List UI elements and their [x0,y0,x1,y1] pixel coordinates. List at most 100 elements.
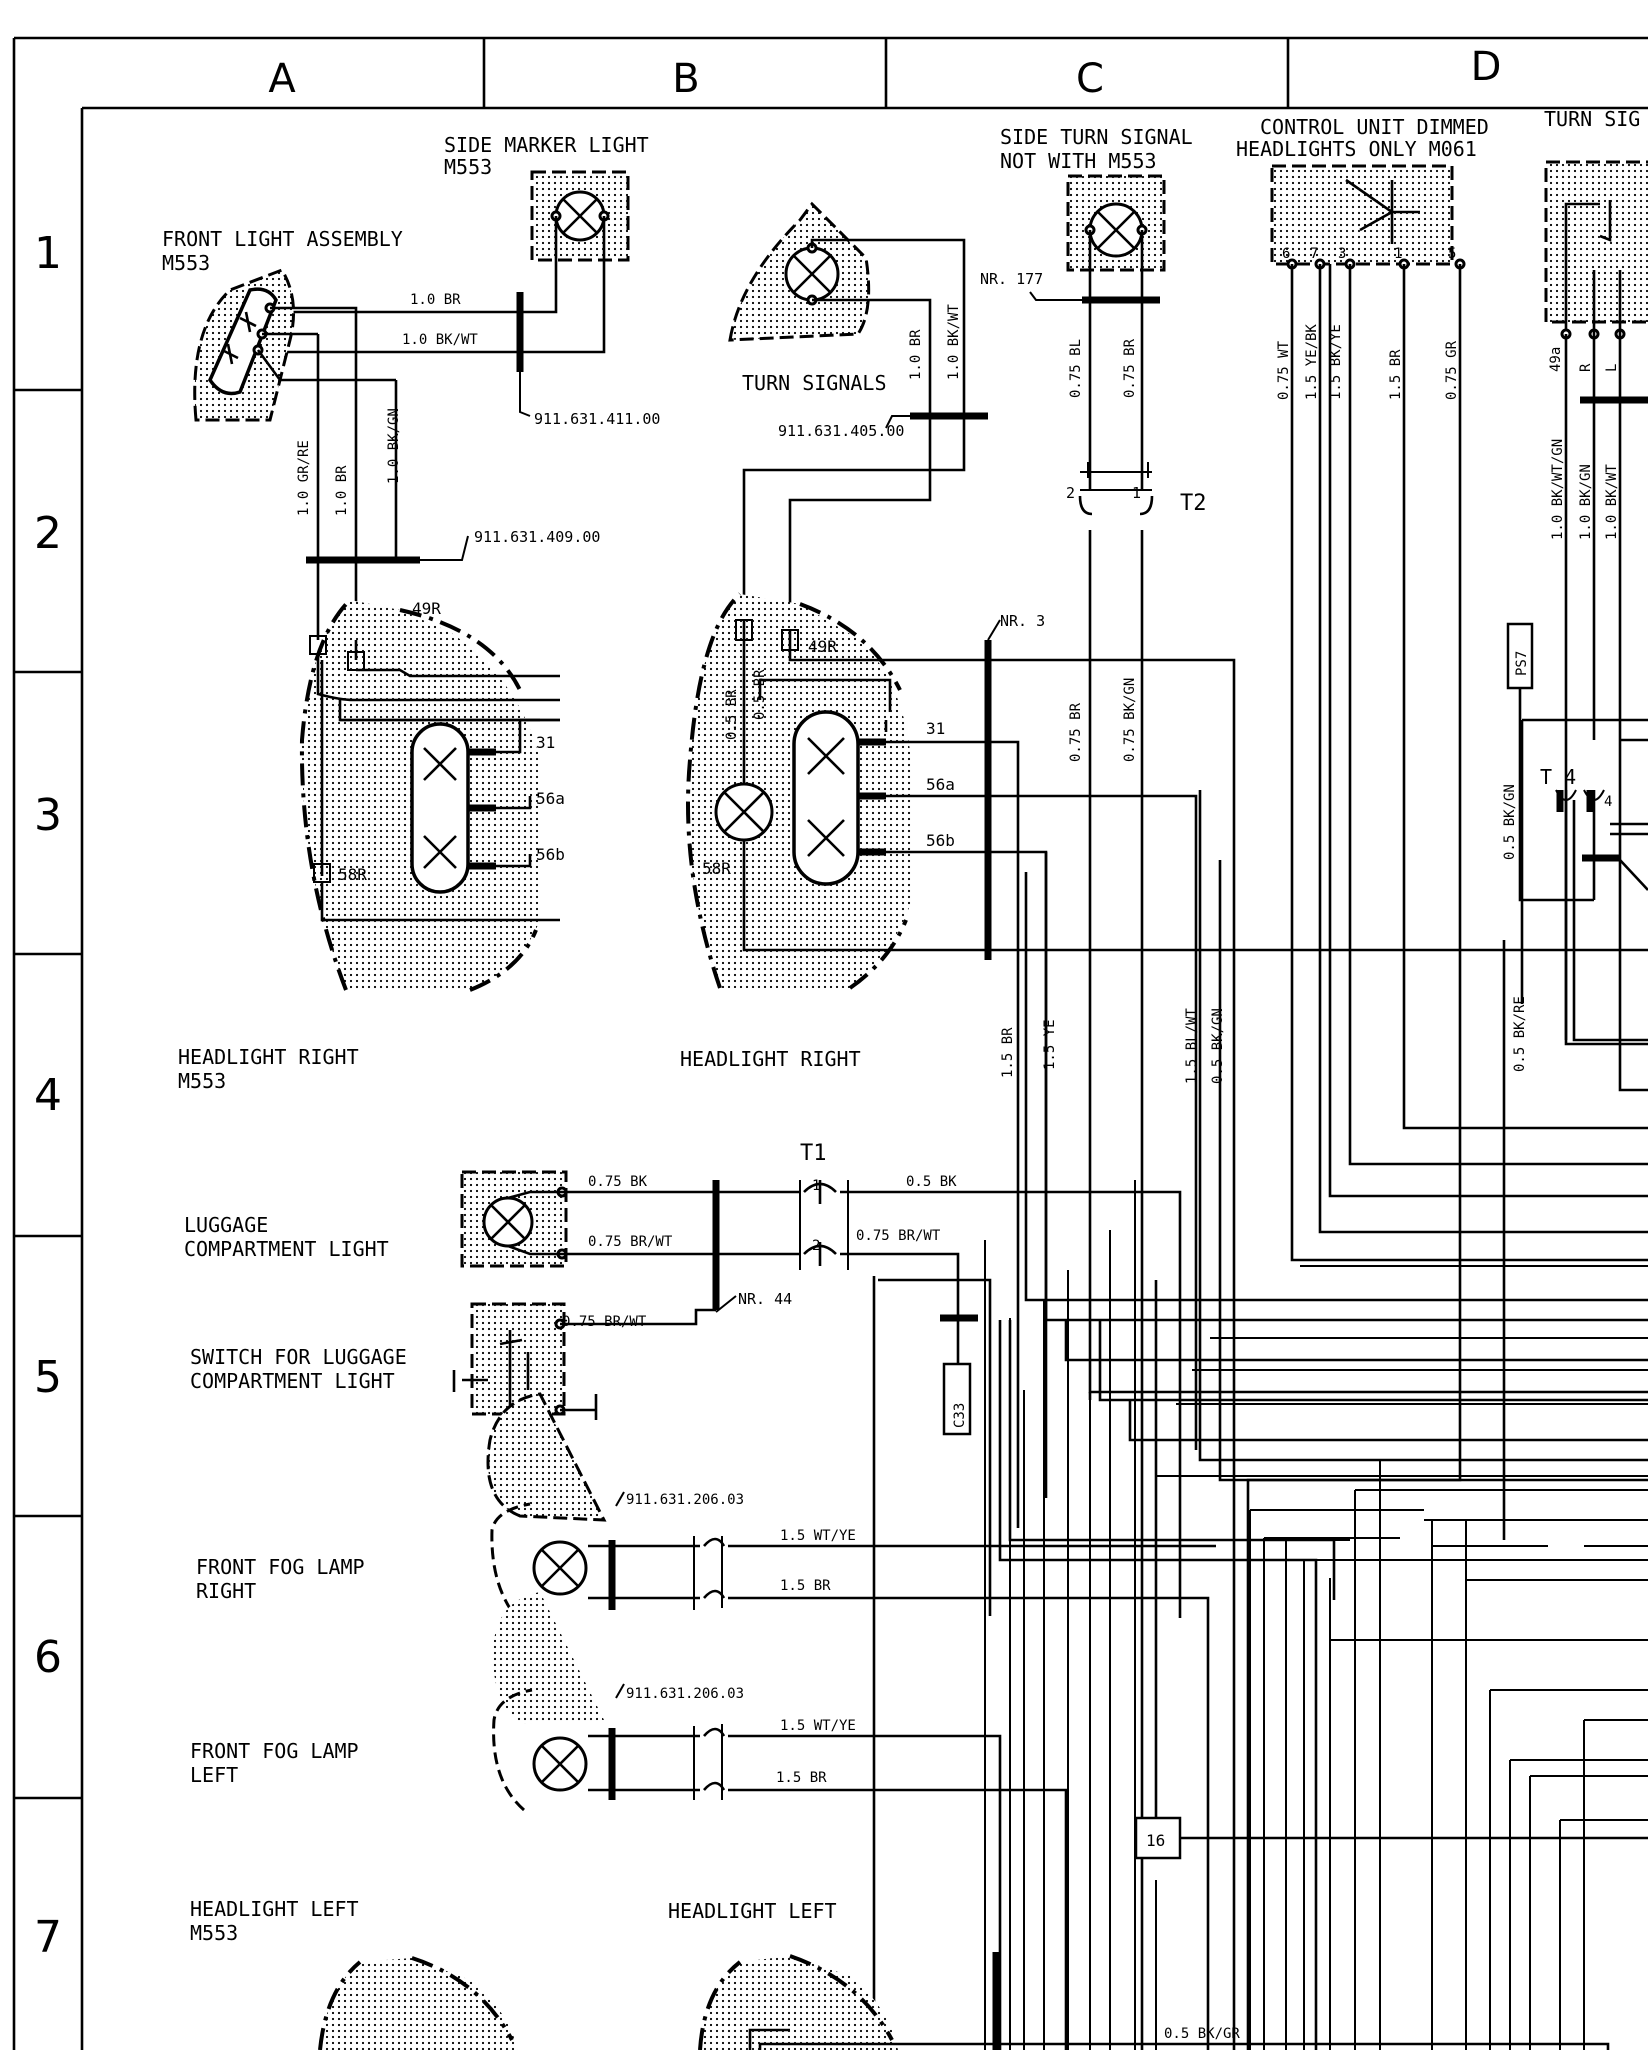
wire-label: 1.5 BK/YE [1328,324,1344,400]
fog-left-title: FRONT FOG LAMP [190,1739,359,1763]
part-number: 911.631.405.00 [778,422,904,440]
luggage-switch [452,1302,716,1420]
wire-label: 1.5 BR [1388,349,1404,400]
luggage-subtitle: COMPARTMENT LIGHT [184,1237,389,1261]
front-fog-lamp-left [492,1592,1068,2050]
pin-label: L [1604,364,1620,372]
pin-label: R [1578,363,1594,372]
row-label-2: 2 [34,508,62,559]
row-label-7: 7 [34,1912,62,1963]
connector-t4-pin: 4 [1604,794,1612,810]
pin-label: 56b [926,831,955,850]
pin-label: 31 [926,719,945,738]
wire-label: 1.5 BR [780,1578,831,1594]
wire-label: 0.75 BR [1122,338,1138,398]
wire-label: 1.0 BK/WT [1604,464,1620,540]
wire-label: 1.5 BL/WT [1184,1008,1200,1084]
headlight-right-m553-title: HEADLIGHT RIGHT [178,1045,359,1069]
pin-label: 1 [1394,246,1402,262]
wire-label: 1.5 YE/BK [1304,324,1320,400]
control-unit-subtitle: HEADLIGHTS ONLY M061 [1236,137,1477,161]
pin-label: 58R [338,865,367,884]
headlight-right [686,592,1648,2050]
pin-label: 3 [1338,246,1346,262]
wire-label: 0.5 BK/GN [1502,784,1518,860]
side-marker-code: M553 [444,155,492,179]
c33-label: C33 [952,1403,968,1428]
control-unit-dimmed [1246,164,1648,2050]
front-light-title: FRONT LIGHT ASSEMBLY [162,227,403,251]
luggage-switch-subtitle: COMPARTMENT LIGHT [190,1369,395,1393]
connector-t1-pin: 1 [812,1178,820,1194]
wire-label: 1.5 YE [1042,1019,1058,1070]
part-number: 911.631.206.03 [626,1686,744,1702]
ps7-label: PS7 [1514,651,1530,676]
wire-label: 0.75 WT [1276,340,1292,400]
headlight-right-title: HEADLIGHT RIGHT [680,1047,861,1071]
fog-left-subtitle: LEFT [190,1763,238,1787]
junction-16-label: 16 [1146,1831,1165,1850]
headlight-right-m553-code: M553 [178,1069,226,1093]
wire-label: 1.0 BR [908,329,924,380]
row-label-5: 5 [34,1352,62,1403]
wire-label: 1.0 BK/WT/GN [1550,439,1566,540]
wire-label: 1.0 GR/RE [296,440,312,516]
drawing-frame [12,36,1648,2050]
turn-signals-lamp [728,201,966,630]
row-label-6: 6 [34,1632,62,1683]
front-light-code: M553 [162,251,210,275]
pin-label: 5 [1448,246,1456,262]
wire-label: 0.5 BK [906,1174,957,1190]
wire-label: 1.0 BK/GN [1578,464,1594,540]
side-marker-title: SIDE MARKER LIGHT [444,133,649,157]
junction-16 [1134,1816,1182,1860]
column-label-a: A [268,56,296,102]
front-fog-lamp-right [486,1392,1216,2050]
connector-t4: T 4 [1540,765,1576,789]
headlight-left [698,1952,1610,2050]
wire-label: 1.0 BK/GN [386,408,402,484]
turn-signals-title: TURN SIGNALS [742,371,887,395]
headlight-left-title: HEADLIGHT LEFT [668,1899,837,1923]
node-nr3: NR. 3 [1000,612,1045,630]
luggage-compartment-light [460,1170,1182,1618]
pin-label: 58R [702,859,731,878]
connector-t2-pin: 1 [1132,484,1141,502]
wire-label: 1.5 WT/YE [780,1718,856,1734]
pin-label: 56a [536,789,565,808]
wire-label: 0.75 BK [588,1174,648,1190]
wire-label: 0.5 BR [724,689,740,740]
column-label-b: B [672,56,699,102]
row-label-4: 4 [34,1070,62,1121]
turn-signal-unit-partial [1544,160,1648,1092]
wire-label: 1.0 BR [334,465,350,516]
wire-label: 0.75 GR [1444,340,1460,400]
column-label-d: D [1471,44,1502,90]
connector-t1-pin: 2 [812,1238,820,1254]
side-marker-light [270,170,630,354]
wire-label: 0.75 BK/GN [1122,678,1138,762]
headlight-left-m553-title: HEADLIGHT LEFT [190,1897,359,1921]
connector-t1: T1 [800,1141,827,1166]
front-light-assembly [193,268,398,640]
headlight-right-m553 [299,598,560,992]
headlight-left-m553 [318,1956,518,2050]
wire-label: 0.5 BK/GN [1210,1008,1226,1084]
connector-t2: T2 [1180,491,1207,516]
connector-t2 [1078,495,1154,516]
wire-label: 1.0 BK/WT [402,332,478,348]
wire-label: 1.0 BR [410,292,461,308]
pin-label: 7 [1310,246,1318,262]
wire-label: 0.75 BL [1068,339,1084,398]
row-label-3: 3 [34,790,62,841]
wire-label: 0.75 BR/WT [562,1314,647,1330]
part-number: 911.631.206.03 [626,1492,744,1508]
wire-label: 1.5 WT/YE [780,1528,856,1544]
part-number: 911.631.411.00 [534,410,660,428]
headlight-left-m553-code: M553 [190,1921,238,1945]
pin-label: 31 [536,733,555,752]
pin-label: 6 [1282,246,1290,262]
connector-t2-pin: 2 [1066,484,1075,502]
pin-label: 49R [412,599,441,618]
